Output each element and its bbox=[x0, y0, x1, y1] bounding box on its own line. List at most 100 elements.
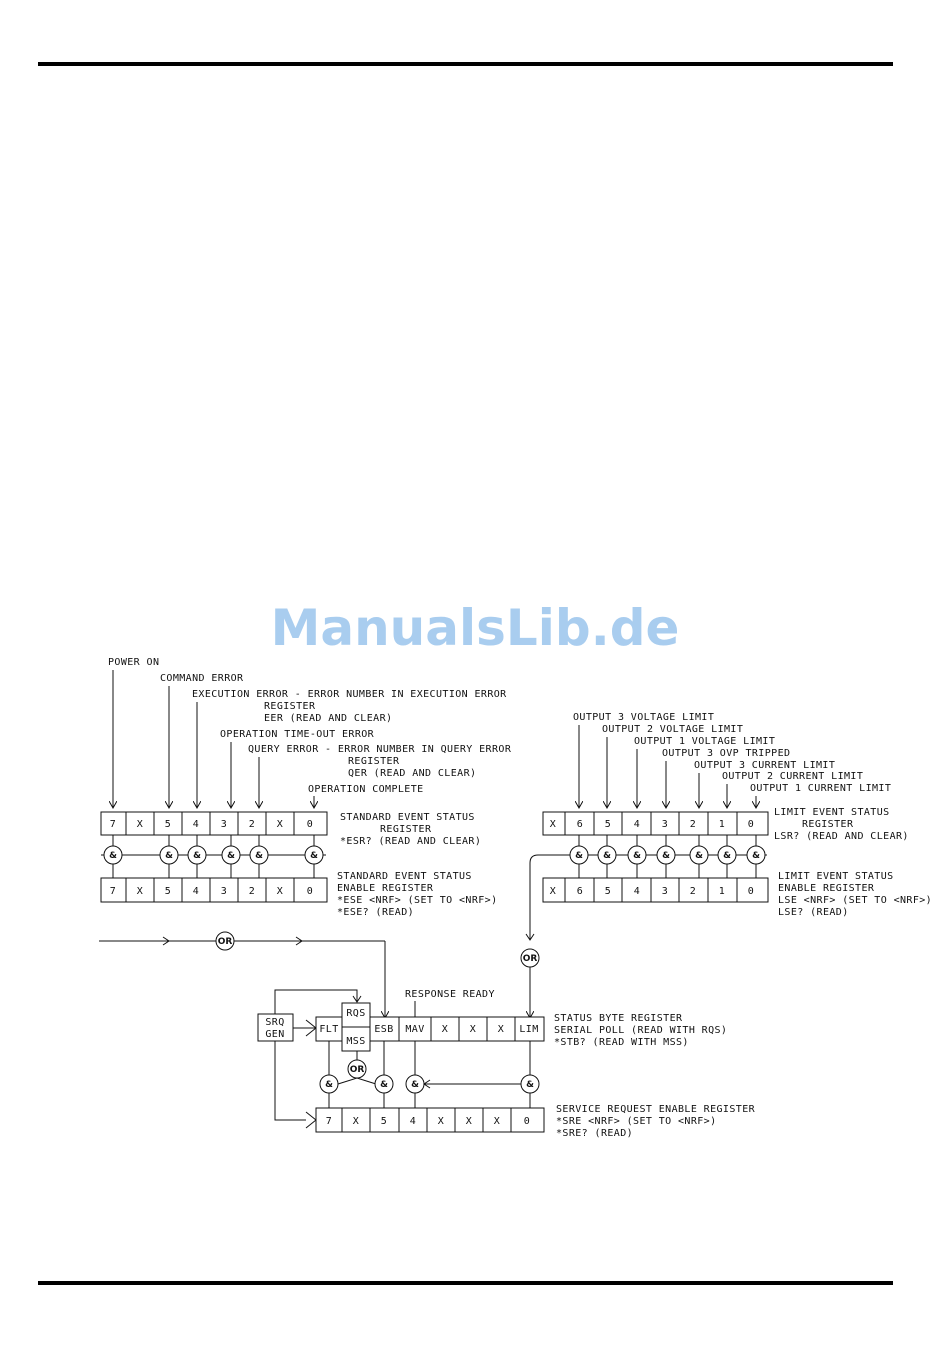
svg-text:*SRE? (READ): *SRE? (READ) bbox=[556, 1128, 633, 1139]
svg-text:&: & bbox=[633, 851, 641, 861]
lse-bit: 5 bbox=[605, 886, 611, 897]
svg-text:LSE <NRF> (SET TO <NRF>): LSE <NRF> (SET TO <NRF>) bbox=[778, 895, 932, 906]
esr-bit: X bbox=[137, 819, 143, 830]
sre-bit: 5 bbox=[381, 1116, 387, 1127]
sre-title: SERVICE REQUEST ENABLE REGISTER *SRE <NR… bbox=[556, 1104, 756, 1139]
lse-input-arrows bbox=[579, 725, 756, 808]
svg-text:STATUS BYTE REGISTER: STATUS BYTE REGISTER bbox=[554, 1013, 683, 1024]
lsr-bit: X bbox=[550, 819, 556, 830]
svg-text:OR: OR bbox=[218, 937, 233, 947]
lse-bit: 3 bbox=[662, 886, 668, 897]
svg-text:&: & bbox=[526, 1080, 534, 1090]
label-power-on: POWER ON bbox=[108, 657, 159, 668]
svg-text:*ESE <NRF> (SET TO <NRF>): *ESE <NRF> (SET TO <NRF>) bbox=[337, 895, 498, 906]
lsr-bit: 1 bbox=[719, 819, 725, 830]
ese-and-gates: & & & & & & bbox=[103, 845, 324, 865]
lse-or-path: OR bbox=[520, 948, 540, 1018]
stb-bit: X bbox=[498, 1024, 504, 1035]
lse-bit: 4 bbox=[634, 886, 640, 897]
svg-text:&: & bbox=[411, 1080, 419, 1090]
ese-register: 7 X 5 4 3 2 X 0 bbox=[100, 877, 328, 903]
svg-text:LSE? (READ): LSE? (READ) bbox=[778, 907, 849, 918]
lse-and-gates: & & & & & & & bbox=[569, 845, 766, 865]
esr-bit: 0 bbox=[307, 819, 313, 830]
lse-bit: X bbox=[550, 886, 556, 897]
svg-text:*STB? (READ WITH MSS): *STB? (READ WITH MSS) bbox=[554, 1037, 689, 1048]
mss-or-gate: OR bbox=[337, 1051, 377, 1085]
sre-bit: X bbox=[353, 1116, 359, 1127]
label-out3-ovp: OUTPUT 3 OVP TRIPPED bbox=[662, 748, 790, 759]
svg-text:LIMIT EVENT STATUS: LIMIT EVENT STATUS bbox=[774, 807, 890, 818]
stb-register: RQS MSS FLT ESB MAV X X X LIM bbox=[293, 1002, 545, 1052]
lse-bit: 1 bbox=[719, 886, 725, 897]
ese-bit: 2 bbox=[249, 886, 255, 897]
label-query-error-3: QER (READ AND CLEAR) bbox=[348, 768, 476, 779]
ese-bit: 7 bbox=[110, 886, 116, 897]
ese-bit: 3 bbox=[221, 886, 227, 897]
esr-bit: X bbox=[277, 819, 283, 830]
label-query-error: QUERY ERROR - ERROR NUMBER IN QUERY ERRO… bbox=[248, 744, 512, 755]
stb-bit: X bbox=[470, 1024, 476, 1035]
stb-rqs: RQS bbox=[346, 1008, 365, 1019]
svg-text:SERIAL POLL (READ WITH RQS): SERIAL POLL (READ WITH RQS) bbox=[554, 1025, 727, 1036]
svg-text:REGISTER: REGISTER bbox=[380, 824, 432, 835]
lsr-title: LIMIT EVENT STATUS REGISTER LSR? (READ A… bbox=[774, 807, 909, 842]
stb-bit: LIM bbox=[519, 1024, 538, 1035]
label-execution-error-2: REGISTER bbox=[264, 701, 316, 712]
svg-text:ENABLE REGISTER: ENABLE REGISTER bbox=[778, 883, 875, 894]
ese-bit: X bbox=[277, 886, 283, 897]
label-out1-voltage: OUTPUT 1 VOLTAGE LIMIT bbox=[634, 736, 775, 747]
sre-register: 7 X 5 4 X X X 0 bbox=[315, 1107, 545, 1133]
lse-bit: 0 bbox=[748, 886, 754, 897]
lse-bit: 2 bbox=[690, 886, 696, 897]
stb-mss: MSS bbox=[346, 1036, 365, 1047]
svg-text:*ESE? (READ): *ESE? (READ) bbox=[337, 907, 414, 918]
label-execution-error: EXECUTION ERROR - ERROR NUMBER IN EXECUT… bbox=[192, 689, 507, 700]
stb-title: STATUS BYTE REGISTER SERIAL POLL (READ W… bbox=[554, 1013, 727, 1048]
svg-text:LSR? (READ AND CLEAR): LSR? (READ AND CLEAR) bbox=[774, 831, 909, 842]
svg-text:&: & bbox=[603, 851, 611, 861]
sre-bit: X bbox=[494, 1116, 500, 1127]
ese-title: STANDARD EVENT STATUS ENABLE REGISTER *E… bbox=[337, 871, 498, 918]
svg-text:&: & bbox=[165, 851, 173, 861]
label-query-error-2: REGISTER bbox=[348, 756, 400, 767]
ese-input-arrows bbox=[113, 670, 314, 808]
svg-text:&: & bbox=[752, 851, 760, 861]
srq-gen-box: SRQ GEN bbox=[257, 1013, 294, 1042]
srq-feed-line bbox=[274, 989, 358, 1014]
svg-text:OR: OR bbox=[523, 954, 538, 964]
svg-text:&: & bbox=[695, 851, 703, 861]
sre-bit: 4 bbox=[410, 1116, 416, 1127]
stb-bit: ESB bbox=[374, 1024, 393, 1035]
ese-bit: X bbox=[137, 886, 143, 897]
lsr-bit: 0 bbox=[748, 819, 754, 830]
watermark: ManualsLib.de bbox=[271, 599, 680, 657]
svg-text:&: & bbox=[575, 851, 583, 861]
svg-text:&: & bbox=[662, 851, 670, 861]
sre-bit: X bbox=[466, 1116, 472, 1127]
lsr-bit: 2 bbox=[690, 819, 696, 830]
stb-bit: FLT bbox=[319, 1024, 338, 1035]
lsr-register: X 6 5 4 3 2 1 0 bbox=[542, 811, 769, 836]
lsr-bit: 4 bbox=[634, 819, 640, 830]
svg-text:&: & bbox=[325, 1080, 333, 1090]
svg-text:STANDARD EVENT STATUS: STANDARD EVENT STATUS bbox=[340, 812, 475, 823]
svg-text:*ESR? (READ AND CLEAR): *ESR? (READ AND CLEAR) bbox=[340, 836, 481, 847]
esr-title: STANDARD EVENT STATUS REGISTER *ESR? (RE… bbox=[340, 812, 481, 847]
svg-text:STANDARD EVENT STATUS: STANDARD EVENT STATUS bbox=[337, 871, 472, 882]
stb-bit: MAV bbox=[405, 1024, 424, 1035]
sre-bit: X bbox=[438, 1116, 444, 1127]
label-command-error: COMMAND ERROR bbox=[160, 673, 244, 684]
ese-or-path: OR bbox=[99, 931, 385, 1018]
label-out3-current: OUTPUT 3 CURRENT LIMIT bbox=[694, 760, 835, 771]
esr-register: 7 X 5 4 3 2 X 0 bbox=[100, 811, 328, 836]
esr-bit: 2 bbox=[249, 819, 255, 830]
svg-text:&: & bbox=[723, 851, 731, 861]
ese-and-wiring bbox=[101, 835, 326, 878]
svg-text:&: & bbox=[109, 851, 117, 861]
svg-text:OR: OR bbox=[350, 1065, 365, 1075]
ese-bit: 0 bbox=[307, 886, 313, 897]
sre-bit: 7 bbox=[326, 1116, 332, 1127]
svg-text:SERVICE REQUEST ENABLE REGISTE: SERVICE REQUEST ENABLE REGISTER bbox=[556, 1104, 756, 1115]
label-out2-current: OUTPUT 2 CURRENT LIMIT bbox=[722, 771, 863, 782]
